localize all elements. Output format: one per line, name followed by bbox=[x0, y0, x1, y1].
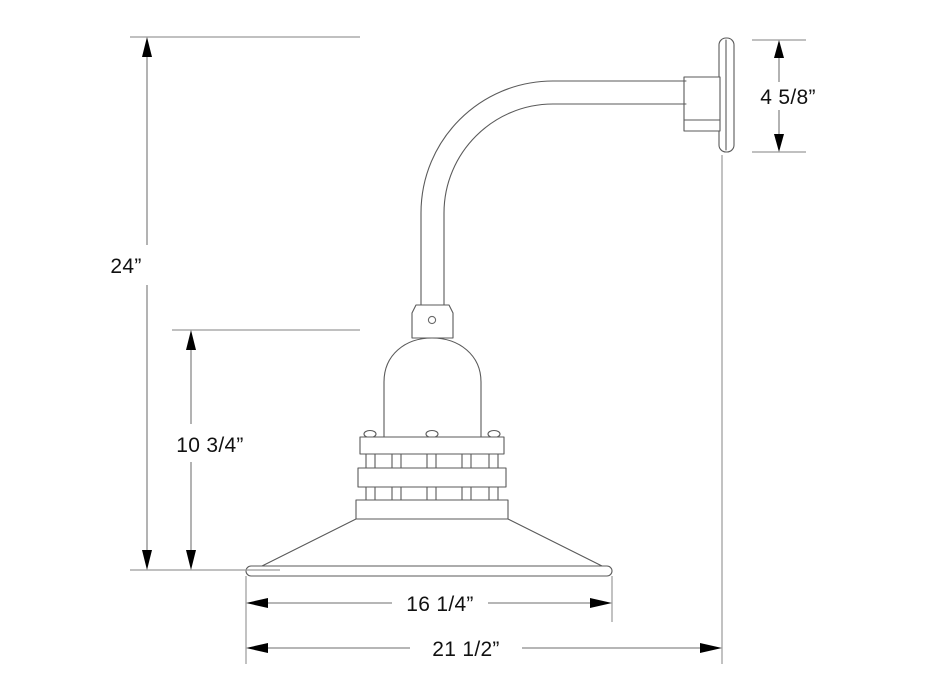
cage-band-middle bbox=[357, 467, 507, 488]
arrow-down-1034 bbox=[186, 550, 196, 570]
dimension-label-fixture-drop: 10 3/4” bbox=[176, 434, 243, 457]
dome-hood bbox=[383, 337, 482, 439]
arrow-left-1614 bbox=[246, 598, 268, 608]
fitter-set-screw bbox=[427, 315, 437, 325]
dimension-shade-diameter: 16 1/4” bbox=[245, 576, 613, 664]
shade-cone bbox=[257, 518, 607, 569]
fitter-collar bbox=[411, 304, 454, 339]
dimension-fixture-drop: 10 3/4” bbox=[172, 329, 360, 570]
dimension-overall-height: 24” bbox=[110, 36, 360, 571]
arrow-right-1614 bbox=[590, 598, 612, 608]
arrow-up-24 bbox=[142, 37, 152, 57]
arrow-down-458 bbox=[774, 134, 784, 152]
arrow-up-458 bbox=[774, 40, 784, 58]
cage-band-bottom bbox=[355, 499, 509, 520]
dimension-label-overall-projection: 21 1/2” bbox=[432, 638, 499, 661]
wall-mounting-plate bbox=[718, 37, 735, 153]
dimension-backplate-height: 4 5/8” bbox=[752, 39, 816, 153]
dimension-overall-projection: 21 1/2” bbox=[246, 155, 723, 664]
light-fixture-assembly bbox=[245, 37, 735, 577]
arrow-left-2112 bbox=[246, 643, 268, 653]
dimension-label-overall-height: 24” bbox=[110, 255, 141, 278]
arrow-up-1034 bbox=[186, 330, 196, 350]
shade-rolled-rim bbox=[245, 565, 613, 577]
dimension-label-backplate-height: 4 5/8” bbox=[760, 86, 816, 109]
arrow-right-2112 bbox=[700, 643, 722, 653]
cage-band-top bbox=[359, 436, 505, 455]
cage-guard bbox=[355, 429, 509, 520]
arm-wall-hub bbox=[683, 76, 721, 132]
arrow-down-24 bbox=[142, 550, 152, 570]
gooseneck-arm bbox=[420, 80, 687, 306]
dimension-label-shade-diameter: 16 1/4” bbox=[406, 593, 473, 616]
